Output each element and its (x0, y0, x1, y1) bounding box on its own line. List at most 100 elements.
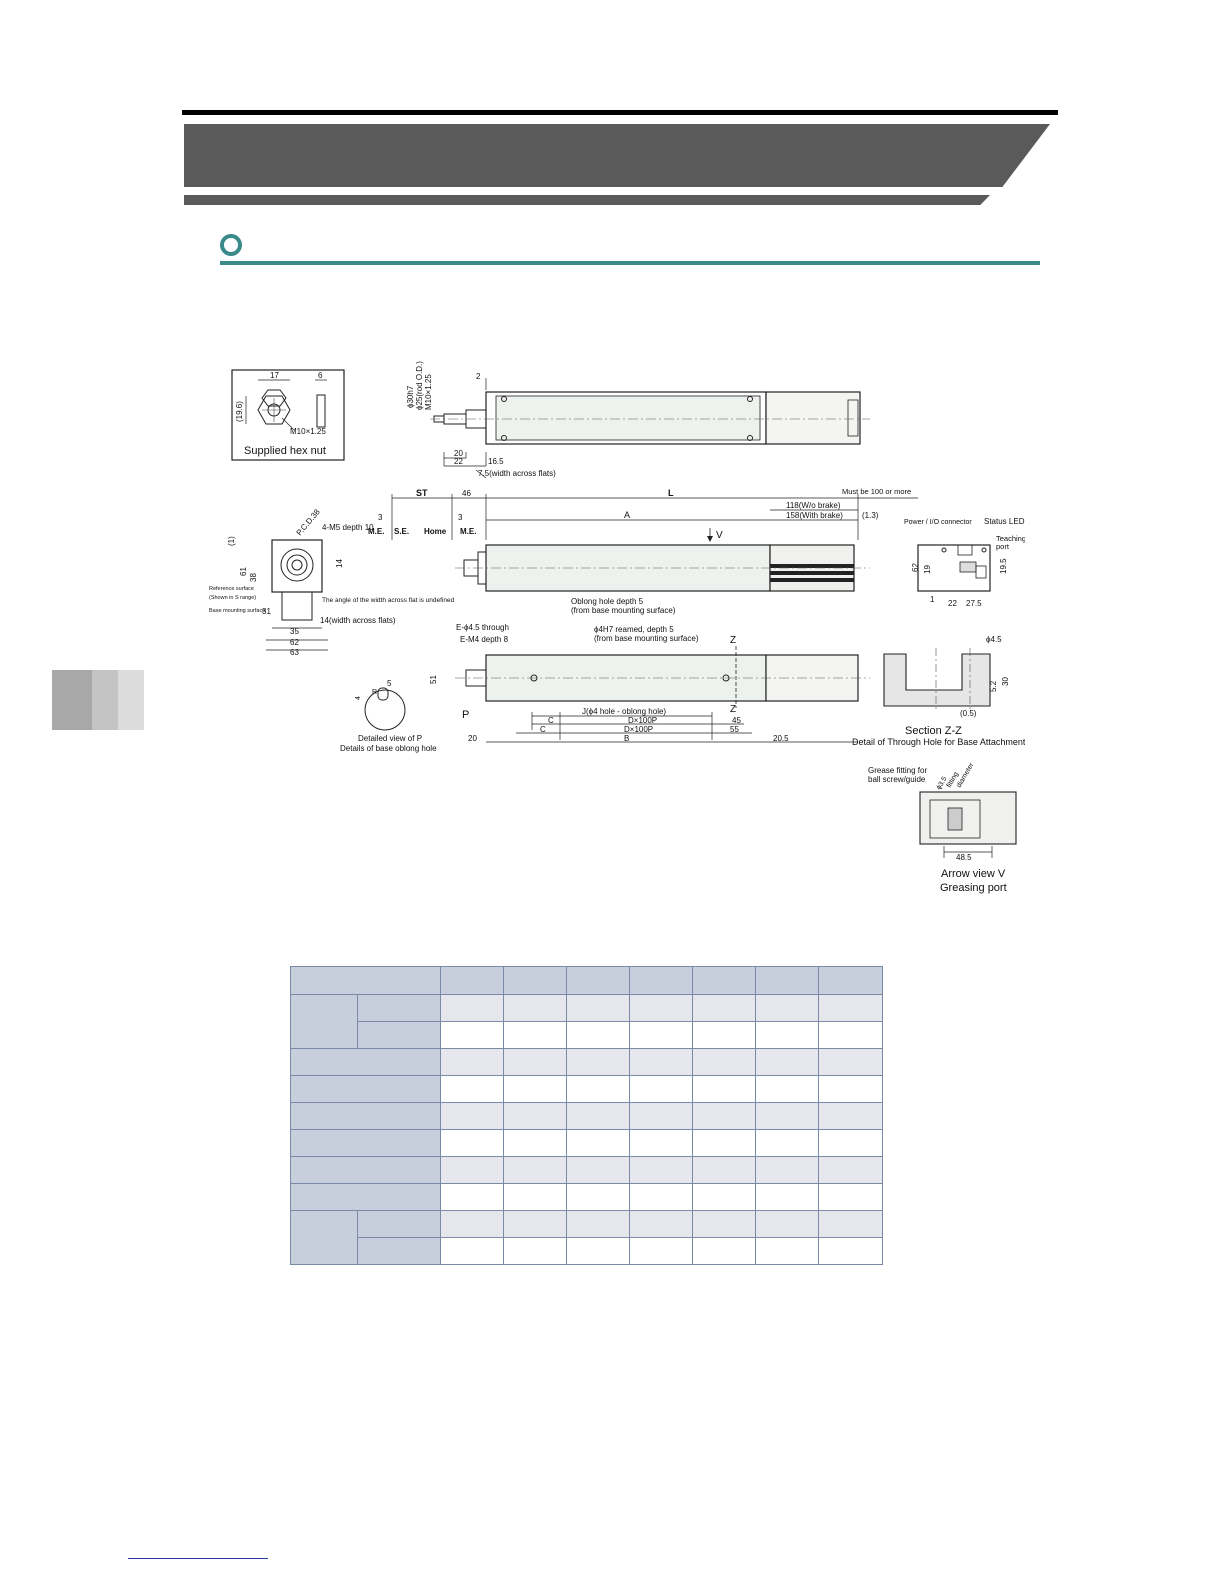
detail-p-r: R (372, 689, 377, 696)
top-dim-rod: ϕ25(rod O.D.) (415, 361, 424, 410)
table-row (290, 1183, 883, 1211)
table-cell (629, 1237, 693, 1265)
hex-nut-dim-19-6: (19.6) (235, 401, 244, 422)
table-cell (692, 1048, 756, 1076)
table-cell (440, 994, 504, 1022)
table-cell (818, 1048, 883, 1076)
table-cell (629, 1102, 693, 1130)
table-cell (566, 1048, 630, 1076)
front-ref-2: (Shown in S range) (209, 595, 256, 601)
side-tab-block-light (118, 670, 144, 730)
section-marker-icon (220, 234, 242, 256)
table-cell (440, 1075, 504, 1103)
side-dim-3b: 3 (458, 513, 463, 522)
table-cell (818, 994, 883, 1022)
table-header-cell (755, 966, 819, 995)
front-dim-61: 61 (239, 567, 248, 576)
side-must: Must be 100 or more (842, 487, 911, 496)
table-cell (755, 1021, 819, 1049)
side-dim-3a: 3 (378, 513, 383, 522)
detail-p-view: 5 4 R Detailed view of P Details of base… (340, 679, 437, 753)
front-base: Base mounting surface (209, 608, 265, 614)
table-cell (692, 1075, 756, 1103)
table-cell (440, 1210, 504, 1238)
section-dim-0-5: (0.5) (960, 709, 977, 718)
table-row-header (290, 1183, 441, 1211)
bottom-d1: D×100P (628, 716, 657, 725)
chapter-side-tab[interactable] (52, 670, 144, 730)
table-cell (503, 994, 567, 1022)
section-rule (220, 261, 1040, 265)
subtitle-banner (184, 195, 990, 205)
arrow-v-caption-2: Greasing port (940, 882, 1007, 894)
hex-nut-dim-6: 6 (318, 371, 323, 380)
bottom-reamed-1: ϕ4H7 reamed, depth 5 (594, 625, 674, 634)
section-dim-4-5: ϕ4.5 (986, 635, 1002, 644)
side-dim-1r: 1 (930, 595, 935, 604)
hex-nut-view: 17 6 (19.6) M10×1.25 Supplied hex nut (231, 369, 345, 461)
side-dim-62r: 62 (911, 563, 920, 572)
bottom-dim-20: 20 (468, 734, 477, 743)
table-cell (503, 1129, 567, 1157)
front-flats: 14(width across flats) (320, 616, 396, 625)
table-cell (629, 1129, 693, 1157)
table-row-header (290, 1156, 441, 1184)
arrow-v-view: Grease fitting for ball screw/guide ϕ3.5… (868, 761, 1017, 894)
table-header-cell (566, 966, 630, 995)
top-dim-20: 20 (454, 449, 463, 458)
table-cell (503, 1021, 567, 1049)
table-cell (755, 1048, 819, 1076)
side-home: Home (424, 527, 447, 536)
top-dim-16-5: 16.5 (488, 457, 504, 466)
table-header-row (290, 966, 883, 995)
bottom-dim-51: 51 (429, 675, 438, 684)
footer-link-underline[interactable] (128, 1558, 268, 1559)
arrow-v-grease-2: ball screw/guide (868, 775, 926, 784)
side-teaching-1: Teaching (996, 534, 1025, 543)
table-header-cell (503, 966, 567, 995)
table-row-header (290, 1048, 441, 1076)
side-dim-22r: 22 (948, 599, 957, 608)
side-tab-block-mid (92, 670, 118, 730)
table-cell (692, 1129, 756, 1157)
side-arrow-v: V (716, 530, 723, 541)
table-cell (692, 1102, 756, 1130)
table-row-header (290, 1129, 441, 1157)
table-cell (818, 1237, 883, 1265)
table-cell (755, 1102, 819, 1130)
table-cell (566, 1183, 630, 1211)
side-teaching-2: port (996, 542, 1010, 551)
side-se: S.E. (394, 527, 409, 536)
table-cell (692, 1156, 756, 1184)
table-cell (818, 1075, 883, 1103)
side-dim-19-5: 19.5 (999, 558, 1008, 574)
table-cell (818, 1102, 883, 1130)
hex-nut-thread: M10×1.25 (290, 427, 326, 436)
table-row (290, 994, 883, 1049)
side-status: Status LED (984, 517, 1025, 526)
table-row-group-header (290, 1210, 358, 1265)
dimensional-drawing: 17 6 (19.6) M10×1.25 Supplied hex nut 2 … (209, 361, 1025, 894)
table-row (290, 1210, 883, 1265)
bottom-z2: Z (730, 704, 736, 715)
table-cell (818, 1210, 883, 1238)
bottom-c1: C (548, 716, 554, 725)
dimension-table (290, 966, 883, 1265)
table-header-cell (290, 966, 441, 995)
table-cell (566, 1210, 630, 1238)
bottom-j: J(ϕ4 hole - oblong hole) (582, 707, 666, 716)
table-cell (818, 1183, 883, 1211)
top-dim-22: 22 (454, 457, 463, 466)
detail-p-dim-5: 5 (387, 679, 392, 688)
bottom-through: E-ϕ4.5 through (456, 623, 509, 632)
front-dim-38: 38 (249, 573, 258, 582)
table-header-cell (440, 966, 504, 995)
table-header-cell (818, 966, 883, 995)
side-wo-brake: 118(W/o brake) (786, 501, 841, 510)
bottom-m4: E-M4 depth 8 (460, 635, 509, 644)
table-cell (440, 1102, 504, 1130)
hex-nut-dim-17: 17 (270, 371, 279, 380)
table-cell (503, 1048, 567, 1076)
table-header-cell (629, 966, 693, 995)
bottom-p: P (462, 709, 469, 721)
